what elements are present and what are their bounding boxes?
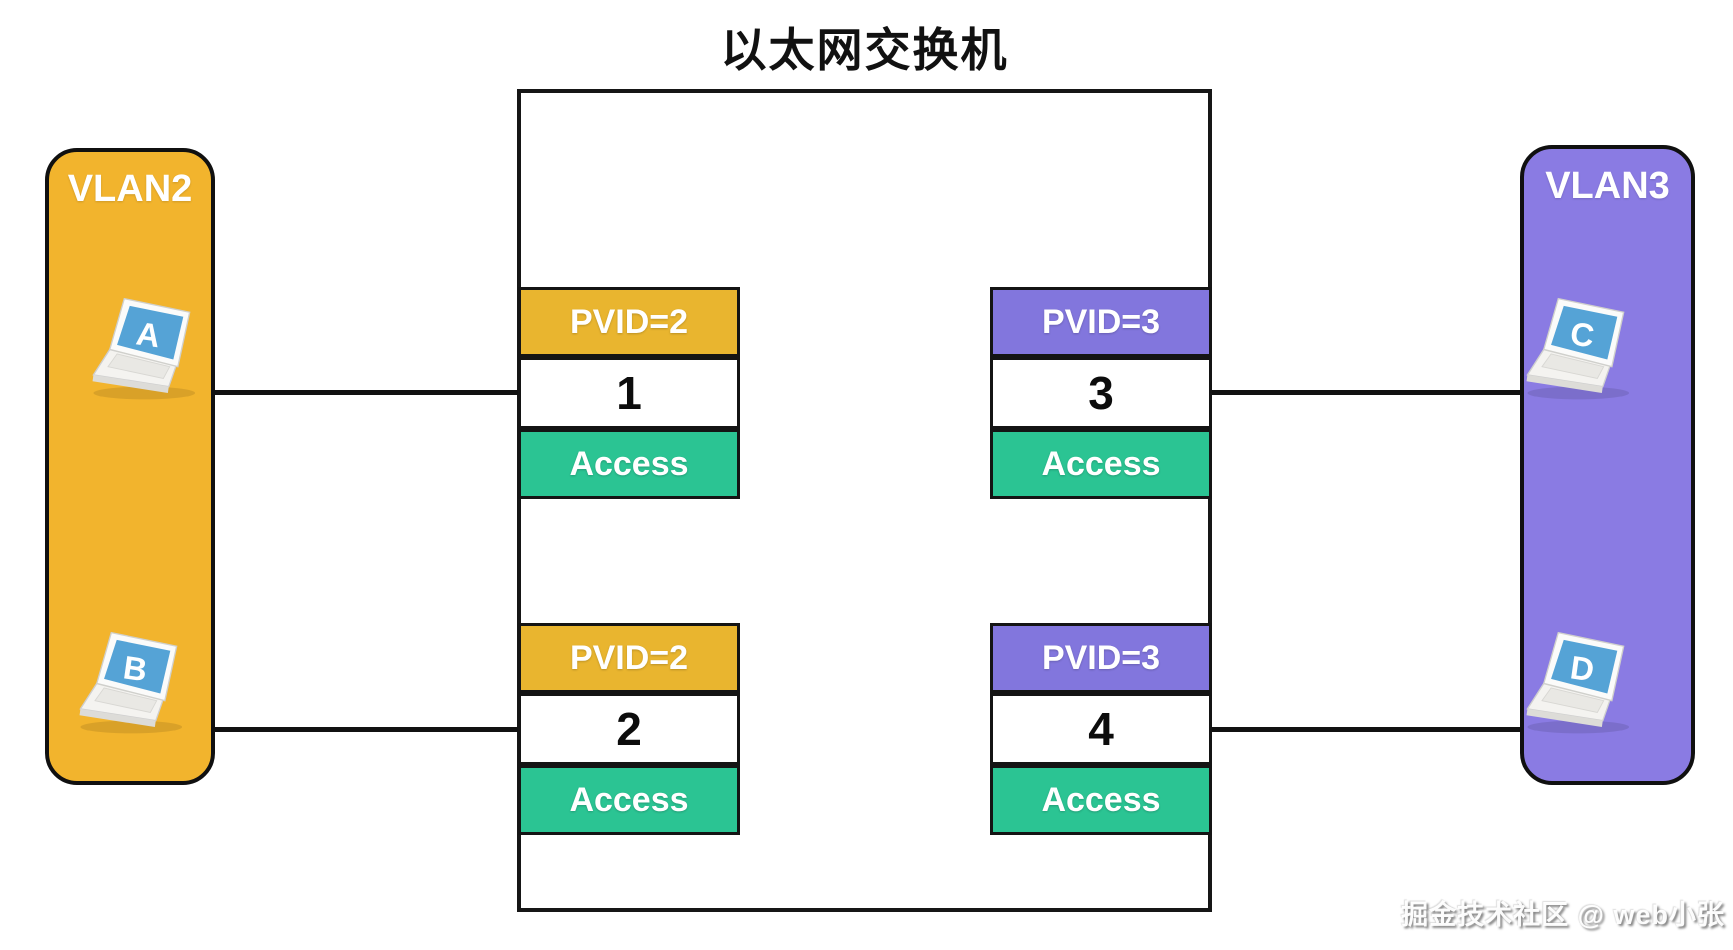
port-4-number: 4 (990, 693, 1212, 765)
port-2-number: 2 (518, 693, 740, 765)
diagram-title: 以太网交换机 (720, 24, 1009, 76)
port-block-2: PVID=2 2 Access (518, 623, 740, 835)
host-a-letter: A (134, 314, 163, 354)
port-3-pvid-band: PVID=3 (990, 287, 1212, 357)
port-3-mode-band: Access (990, 429, 1212, 499)
port-1-mode-band: Access (518, 429, 740, 499)
laptop-icon-host-b: B (79, 631, 183, 734)
watermark-text: 掘金技术社区 @ web小张 (1401, 900, 1725, 930)
port-2-mode-band: Access (518, 765, 740, 835)
port-4-mode-band: Access (990, 765, 1212, 835)
port-block-3: PVID=3 3 Access (990, 287, 1212, 499)
link-port-3-host-c (1208, 390, 1534, 395)
port-2-pvid-band: PVID=2 (518, 623, 740, 693)
host-c-letter: C (1568, 314, 1597, 354)
link-host-a-port-1 (170, 390, 522, 395)
laptop-icon-host-a: A (92, 297, 196, 400)
vlan2-label: VLAN2 (67, 168, 193, 210)
port-1-number: 1 (518, 357, 740, 429)
port-1-pvid-band: PVID=2 (518, 287, 740, 357)
port-block-1: PVID=2 1 Access (518, 287, 740, 499)
laptop-icon-host-d: D (1526, 631, 1630, 734)
port-4-pvid-band: PVID=3 (990, 623, 1212, 693)
vlan3-label: VLAN3 (1545, 165, 1670, 207)
host-d-letter: D (1568, 648, 1597, 688)
laptop-icon-host-c: C (1526, 297, 1630, 400)
link-host-b-port-2 (172, 727, 522, 732)
port-3-number: 3 (990, 357, 1212, 429)
link-port-4-host-d (1208, 727, 1534, 732)
port-block-4: PVID=3 4 Access (990, 623, 1212, 835)
host-b-letter: B (121, 648, 150, 688)
